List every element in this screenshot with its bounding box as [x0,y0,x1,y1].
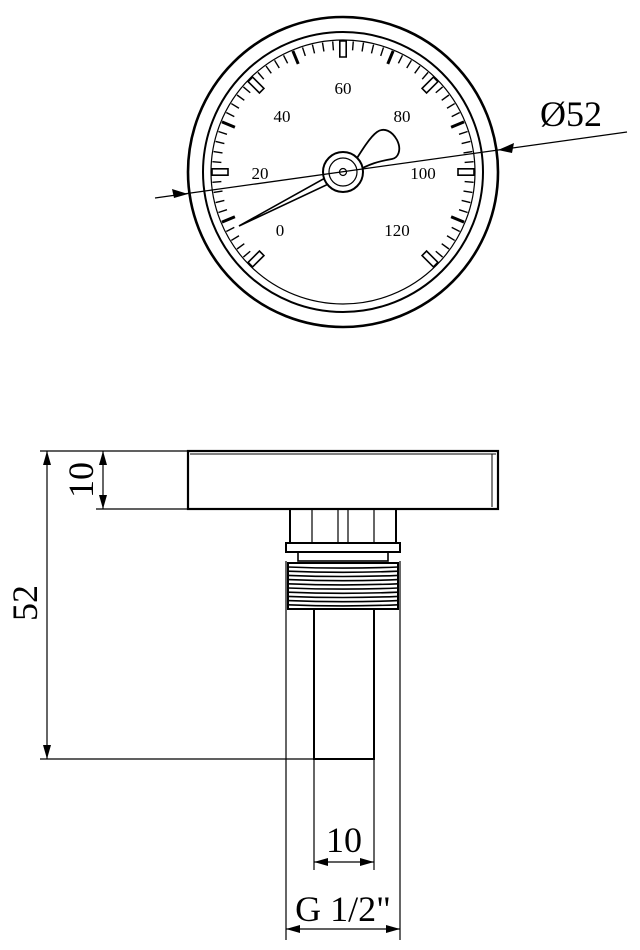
minor-tick [221,120,236,129]
thread-line [287,595,399,599]
minor-tick [213,190,223,194]
thread-line [287,574,399,578]
minor-tick [221,215,236,224]
minor-tick [441,94,450,101]
minor-tick [414,65,421,74]
minor-tick [301,47,306,57]
minor-tick [435,86,444,94]
thread-line [287,599,399,603]
minor-tick [225,111,235,118]
thread-line [287,587,399,590]
thread-line [287,578,399,582]
minor-tick [236,94,245,101]
minor-tick [311,44,316,54]
minor-tick [451,226,461,233]
minor-tick [321,42,325,52]
collar-neck [297,551,389,562]
minor-tick [236,243,245,250]
thread-line [287,604,399,607]
minor-tick [218,209,228,214]
minor-tick [282,54,289,64]
minor-tick [242,250,251,258]
collar [285,542,401,553]
dial-inner-rim [202,31,484,313]
minor-tick [397,54,404,64]
hex-nut [289,508,397,544]
scale-label-0: 0 [276,221,285,240]
minor-tick [213,150,223,154]
pointer-tail [350,128,401,174]
scale-label-40: 40 [274,107,291,126]
minor-tick [458,209,468,214]
minor-tick [450,215,465,224]
minor-tick [463,150,473,154]
minor-tick [332,41,335,51]
minor-tick [450,120,465,129]
minor-tick [230,102,240,109]
major-tick [246,75,266,95]
dial-front-view: 0 20 40 60 80 100 120 Ø52 [154,15,628,329]
minor-tick [421,71,429,80]
scale-label-120: 120 [384,221,410,240]
thread-label: G 1/2" [295,889,391,929]
diameter-label: Ø52 [540,94,602,134]
major-tick [457,168,475,176]
major-tick [211,168,229,176]
minor-tick [230,235,240,242]
minor-tick [461,140,471,145]
minor-tick [225,226,235,233]
minor-tick [351,41,354,51]
minor-tick [406,59,413,69]
thread-line [287,566,399,569]
major-tick [420,249,440,269]
minor-tick [273,59,280,69]
thermometer-side-view [186,449,500,760]
major-tick [420,75,440,95]
stem-diameter-label: 10 [326,820,362,860]
diameter-dimension [154,131,628,199]
minor-tick [361,42,365,52]
minor-tick [291,50,300,65]
dial-face-edge [210,39,476,305]
minor-tick [458,130,468,135]
minor-tick [463,190,473,194]
minor-tick [461,199,471,204]
minor-tick [215,199,225,204]
case-body [186,449,500,511]
minor-tick [257,71,265,80]
probe-stem [313,608,375,760]
scale-label-80: 80 [394,107,411,126]
minor-tick [441,243,450,250]
minor-tick [265,65,272,74]
minor-tick [215,140,225,145]
minor-tick [242,86,251,94]
minor-tick [464,161,474,164]
minor-tick [435,250,444,258]
head-height-label: 10 [61,462,101,498]
scale-label-20: 20 [252,164,269,183]
dimension-lines [40,450,401,940]
major-tick [338,40,348,58]
minor-tick [380,47,385,57]
minor-tick [451,111,461,118]
minor-tick [446,235,456,242]
thread-section [287,562,399,610]
minor-tick [218,130,228,135]
major-tick [246,249,266,269]
thread-line [287,570,399,574]
minor-tick [386,50,395,65]
dial-outer-rim [186,15,500,329]
minor-tick [446,102,456,109]
total-height-label: 52 [5,585,45,621]
dial-scale-ticks [211,40,475,269]
minor-tick [370,44,375,54]
minor-tick [212,161,222,164]
thread-line [287,591,399,595]
thread-line [287,583,399,586]
minor-tick [212,180,222,183]
minor-tick [464,180,474,183]
scale-label-100: 100 [410,164,436,183]
scale-label-60: 60 [335,79,352,98]
